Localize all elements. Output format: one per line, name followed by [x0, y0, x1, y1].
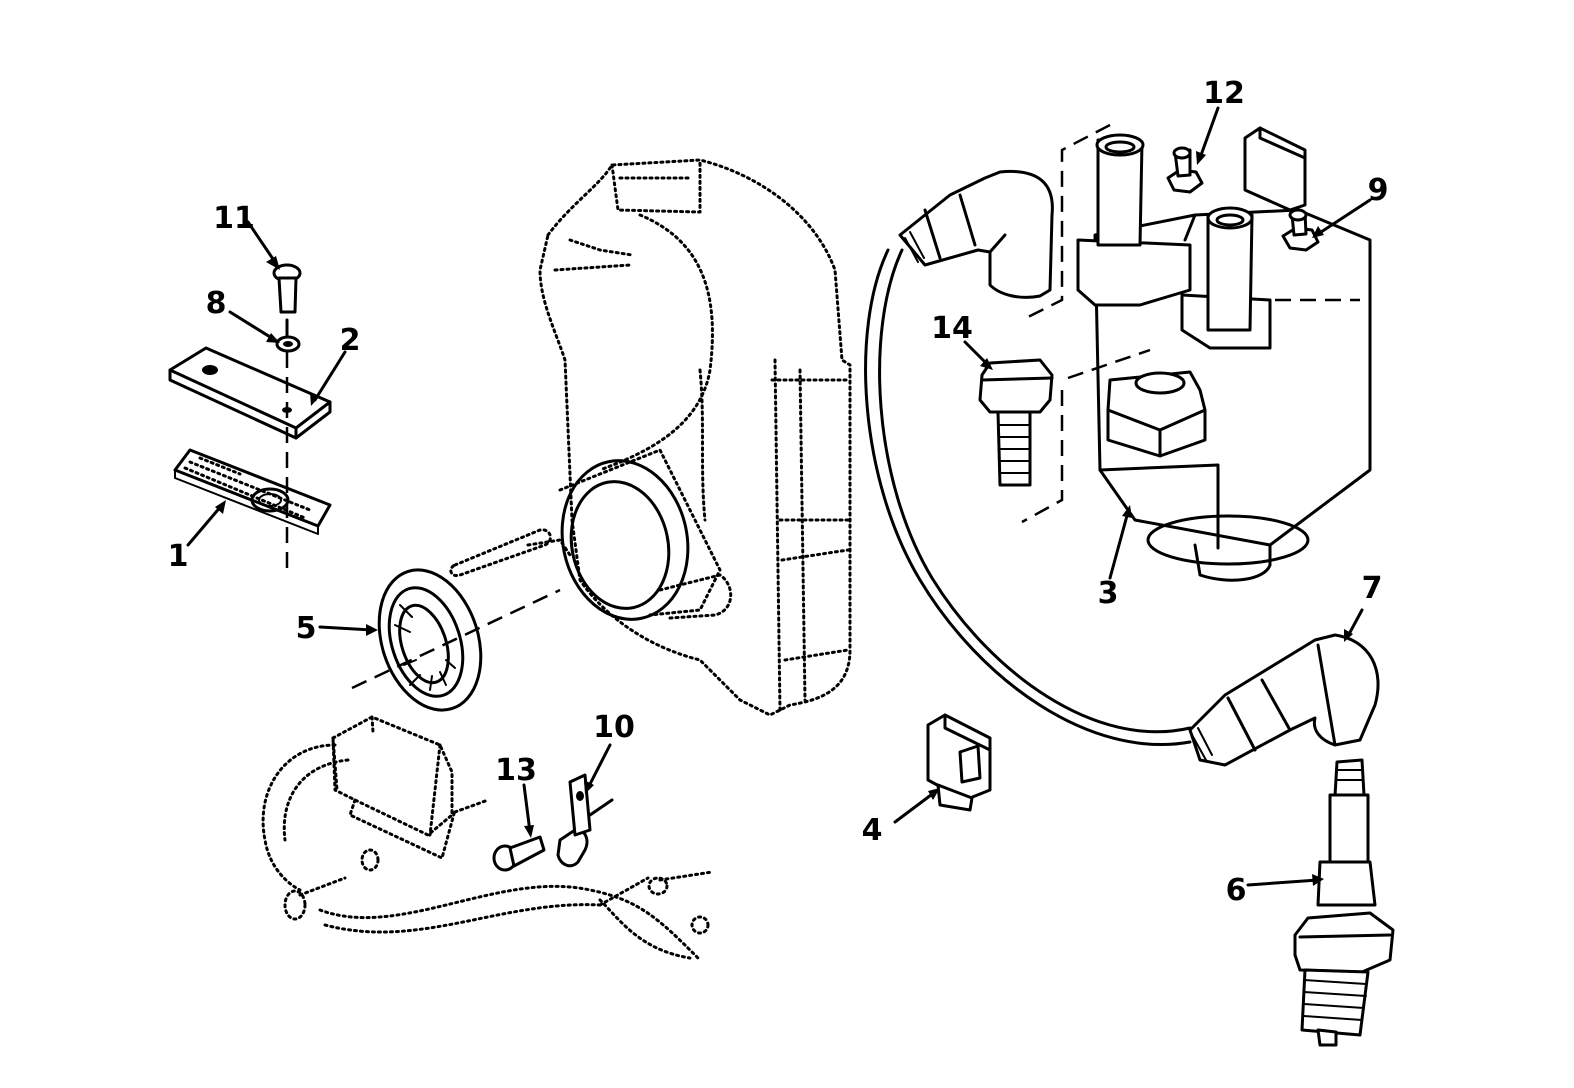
- part-7-lower-boot: [1188, 633, 1380, 767]
- seal-centerline: [351, 588, 561, 690]
- callout-3: 3: [1098, 576, 1119, 611]
- upper-boot: [898, 169, 1054, 299]
- part-3-ignition-coil: [1076, 126, 1372, 582]
- callout-6: 6: [1226, 873, 1247, 908]
- callout-12: 12: [1203, 76, 1245, 111]
- coil-dashline-bolt: [1067, 348, 1151, 380]
- part-9-nut: [1281, 208, 1320, 252]
- callout-9: 9: [1368, 173, 1389, 208]
- housing-bore: [558, 448, 733, 621]
- callout-2: 2: [340, 323, 361, 358]
- callout-10: 10: [593, 710, 635, 745]
- callout-8: 8: [206, 286, 227, 321]
- part-12-nut: [1166, 146, 1204, 194]
- leader-lines: [186, 106, 1372, 887]
- part-14-bolt: [978, 358, 1054, 487]
- callout-4: 4: [862, 813, 883, 848]
- part-1-gasket: [173, 448, 332, 535]
- part-8-lock-washer: [275, 335, 301, 353]
- spark-plug-lead: [864, 248, 1192, 747]
- roll-pin: [449, 528, 572, 578]
- part-6-spark-plug: [1293, 758, 1395, 1047]
- coil-dashline-upper: [1021, 123, 1111, 322]
- part-11-screw: [272, 263, 302, 337]
- callout-11: 11: [213, 201, 255, 236]
- ignition-module: [261, 715, 714, 962]
- callout-14: 14: [931, 311, 973, 346]
- callout-5: 5: [296, 611, 317, 646]
- flywheel-housing: [538, 158, 852, 717]
- part-4-connector: [926, 713, 992, 812]
- callout-13: 13: [495, 753, 537, 788]
- part-13-screw: [492, 835, 546, 872]
- leader-arrowheads: [215, 151, 1353, 886]
- part-2-plate: [168, 346, 332, 440]
- callout-1: 1: [168, 539, 189, 574]
- part-5-oil-seal: [377, 568, 483, 712]
- callout-7: 7: [1362, 571, 1383, 606]
- coil-dashline-lower: [1021, 390, 1064, 524]
